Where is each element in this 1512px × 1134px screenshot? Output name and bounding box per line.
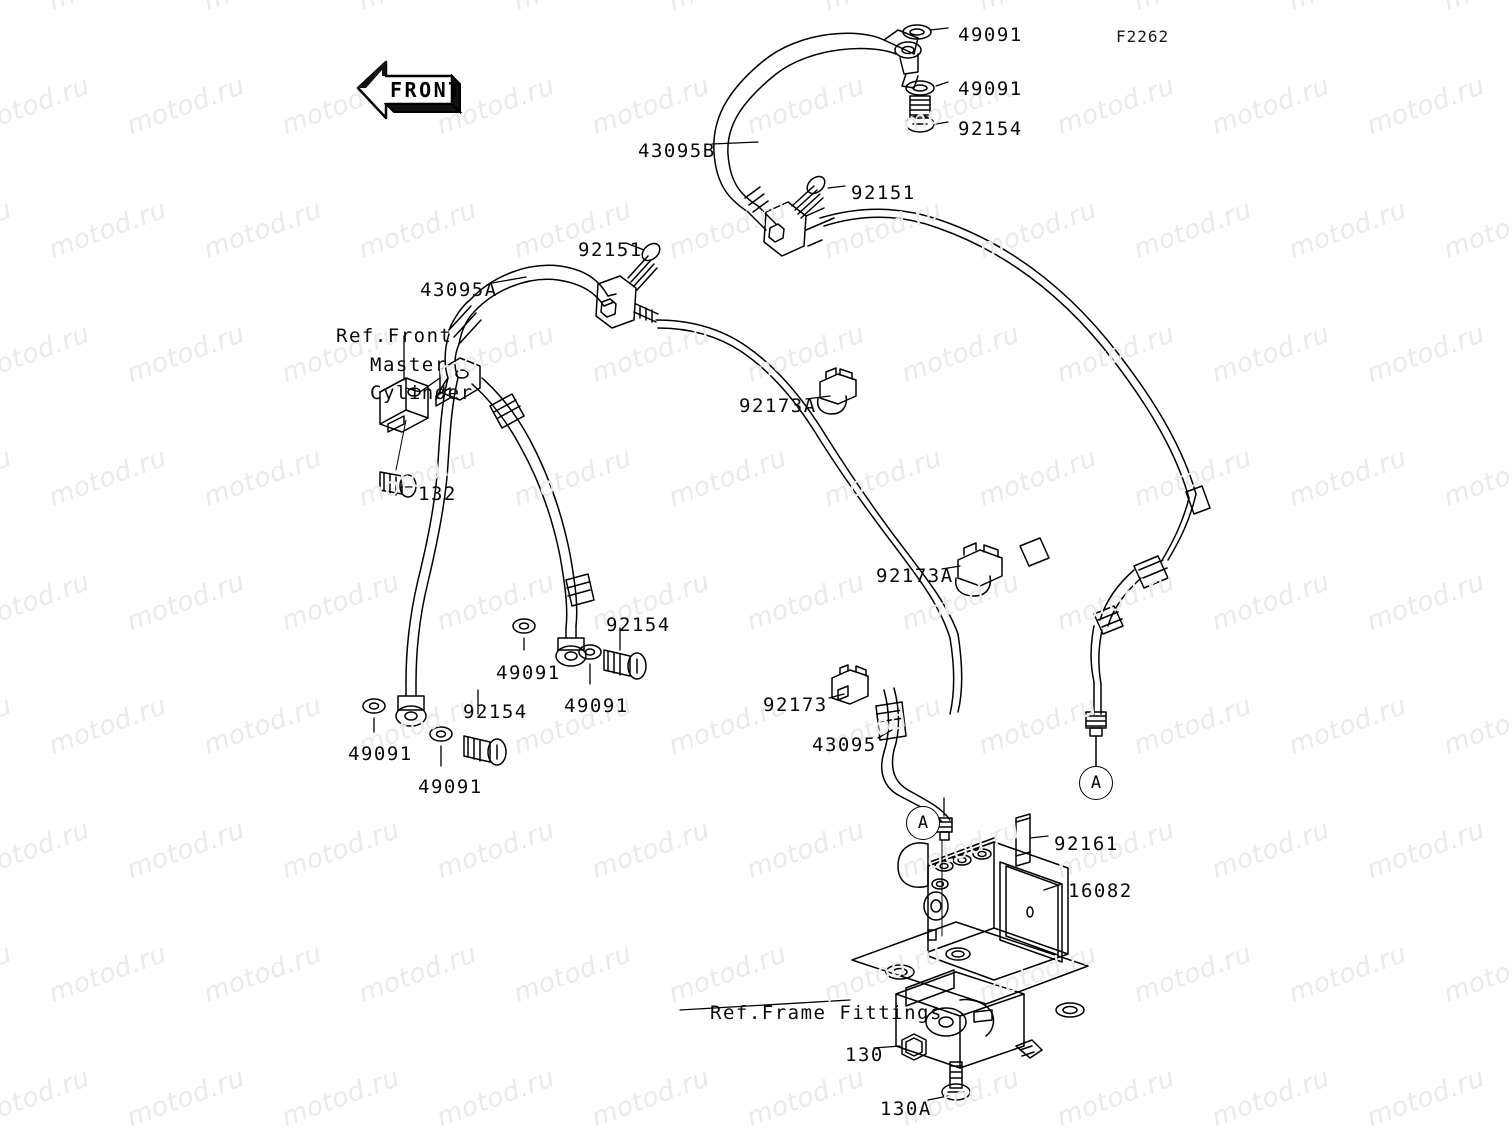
ref-note-line-2: Master — [370, 353, 448, 376]
callout-92151-bolt-upper-clamp: 92151 — [851, 182, 916, 204]
sheet-code: F2262 — [1116, 27, 1170, 46]
ref-frame-fittings-note: Ref.Frame Fittings — [710, 1002, 943, 1024]
front-arrow-icon: FRONT — [356, 52, 466, 147]
hose-junction-master-cylinder — [435, 357, 481, 407]
hose-left-branch — [362, 377, 507, 766]
clamp-92173 — [831, 664, 869, 705]
callout-130A-bolt: 130A — [880, 1098, 932, 1120]
clamp-92173A-upper — [816, 367, 857, 415]
banjo-fitting-upper — [883, 24, 935, 133]
callout-92154-upper-banjo-bolt: 92154 — [958, 118, 1023, 140]
callout-49091-upper-banjo-washer-top: 49091 — [958, 24, 1023, 46]
callout-92154-banjo-bolt-right: 92154 — [606, 614, 671, 636]
junction-block-middle — [595, 242, 827, 441]
callout-49091-washer-low-left: 49091 — [348, 743, 413, 765]
master-cylinder-bracket — [379, 377, 429, 498]
callout-49091-washer-low-right: 49091 — [418, 776, 483, 798]
callout-92154-banjo-bolt-left: 92154 — [463, 701, 528, 723]
frame-fitting-base-plate — [851, 839, 1089, 1101]
ref-note-line-3: Cylinder — [370, 382, 474, 404]
callout-49091-upper-banjo-washer-bottom: 49091 — [958, 78, 1023, 100]
callout-16082-abs-hydraulic-unit: 16082 — [1068, 880, 1133, 902]
abs-hydraulic-unit — [897, 813, 1069, 981]
callout-92161-abs-bracket: 92161 — [1054, 833, 1119, 855]
front-arrow-label: FRONT — [390, 78, 463, 102]
callout-43095-brake-hose-lower: 43095 — [812, 734, 877, 756]
callout-49091-washer-mid-right: 49091 — [564, 695, 629, 717]
callout-132-bolt-master-cylinder-bracket: 132 — [418, 483, 457, 505]
junction-block-upper — [763, 175, 835, 257]
callout-43095B-brake-hose-upper: 43095B — [638, 140, 716, 162]
ref-note-line-1: Ref.Front — [336, 325, 453, 347]
callout-92173A-clamp-lower: 92173A — [876, 565, 954, 587]
callout-43095A-brake-hose-middle: 43095A — [420, 279, 498, 301]
callout-leader-lines — [373, 27, 1097, 1101]
hose-right-branch — [471, 377, 647, 680]
pipe-run-center — [819, 435, 1050, 715]
callout-49091-washer-mid-left: 49091 — [496, 662, 561, 684]
callout-92173-clamp: 92173 — [763, 694, 828, 716]
pipe-run-upper-right — [819, 208, 1211, 767]
callout-130-nut: 130 — [845, 1044, 884, 1066]
hose-43095B — [713, 32, 897, 231]
callout-92173A-clamp-upper: 92173A — [739, 395, 817, 417]
section-marker-a-right: A — [1079, 766, 1113, 800]
callout-92151-bolt-middle-clamp: 92151 — [578, 239, 643, 261]
clamp-92173A-lower — [954, 542, 1003, 597]
section-marker-a-left: A — [906, 806, 940, 840]
